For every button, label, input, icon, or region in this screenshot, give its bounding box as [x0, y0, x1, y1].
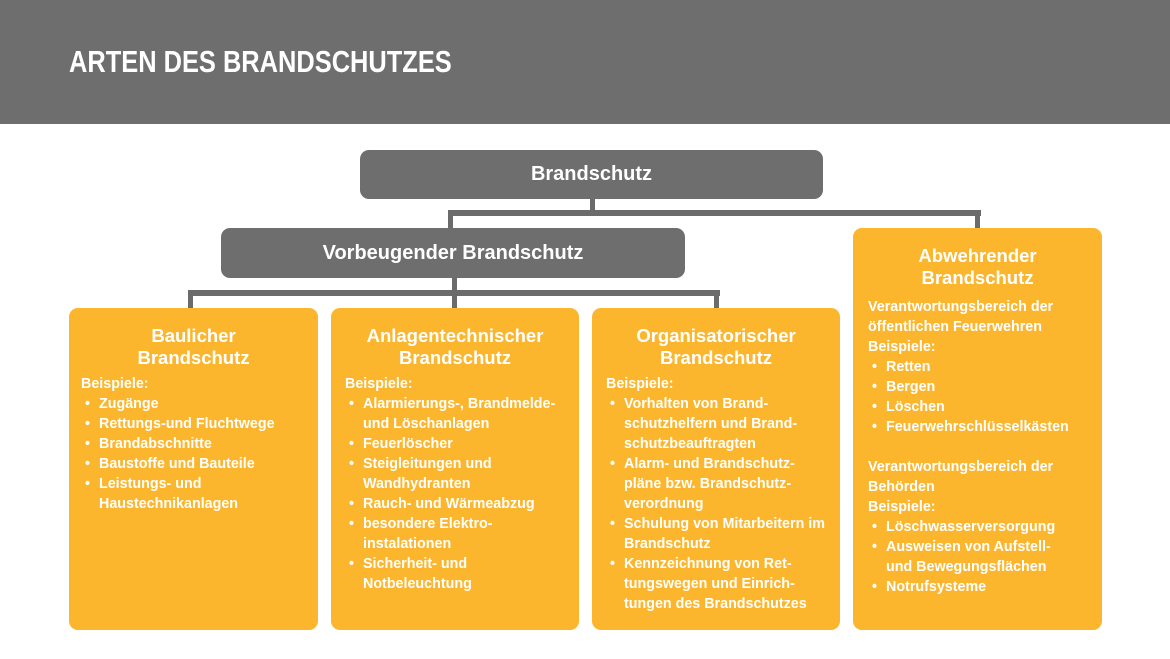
card-title: Anlagentechnischer Brandschutz	[331, 325, 579, 369]
card-title: Abwehrender Brandschutz	[853, 245, 1102, 289]
examples-list: Zugänge Rettungs-und Fluchtwege Brandabs…	[81, 394, 318, 514]
list-item: Schulung von Mitarbeitern im Brandschutz	[606, 514, 839, 554]
card-title-line: Anlagentechnischer	[366, 325, 544, 346]
list-item: Kennzeichnung von Ret- tungswegen und Ei…	[606, 554, 839, 614]
list-item: Alarm- und Brandschutz- pläne bzw. Brand…	[606, 454, 814, 514]
card-body: Beispiele: Zugänge Rettungs-und Fluchtwe…	[69, 374, 318, 514]
list-item: Löschwasserversorgung	[868, 517, 1102, 537]
connector-to-baulich	[188, 294, 193, 309]
examples-label: Beispiele:	[868, 499, 936, 515]
list-item: Brandabschnitte	[81, 434, 318, 454]
card-title: Baulicher Brandschutz	[69, 325, 318, 369]
card-title-line: Brandschutz	[398, 347, 512, 368]
section-spacer	[868, 437, 1102, 457]
connector-to-defensive	[975, 214, 980, 229]
card-body: Beispiele: Vorhalten von Brand- schutzhe…	[592, 374, 840, 614]
connector-to-anlagen	[452, 294, 457, 309]
examples-list: Vorhalten von Brand- schutzhelfern und B…	[606, 394, 840, 614]
card-body: Beispiele: Alarmierungs-, Brandmelde- un…	[331, 374, 579, 594]
card-title-line: Brandschutz	[659, 347, 773, 368]
list-item: Bergen	[868, 377, 1102, 397]
connector-root-horizontal	[448, 210, 981, 216]
examples-list: Alarmierungs-, Brandmelde- und Löschanla…	[345, 394, 579, 594]
list-item: Steigleitungen und Wandhydranten	[345, 454, 513, 494]
card-title-line: Abwehrender	[918, 245, 1037, 266]
list-item: Zugänge	[81, 394, 318, 414]
examples-label: Beispiele:	[345, 376, 413, 392]
card-title-line: Baulicher	[151, 325, 236, 346]
examples-list: Retten Bergen Löschen Feuerwehrschlüssel…	[868, 357, 1102, 437]
card-abwehrender-brandschutz: Abwehrender Brandschutz Verantwortungsbe…	[853, 228, 1102, 630]
node-brandschutz-label: Brandschutz	[530, 163, 653, 185]
list-item: Notrufsysteme	[868, 577, 1102, 597]
header-banner: ARTEN DES BRANDSCHUTZES	[0, 0, 1170, 124]
card-title-line: Brandschutz	[921, 267, 1034, 288]
examples-list: Löschwasserversorgung Ausweisen von Aufs…	[868, 517, 1102, 597]
list-item: Vorhalten von Brand- schutzhelfern und B…	[606, 394, 814, 454]
page-title: ARTEN DES BRANDSCHUTZES	[69, 44, 452, 79]
list-item: Rettungs-und Fluchtwege	[81, 414, 318, 434]
list-item: Rauch- und Wärmeabzug	[345, 494, 579, 514]
list-item: besondere Elektro- instalationen	[345, 514, 513, 554]
list-item: Sicherheit- und Notbeleuchtung	[345, 554, 493, 594]
section-heading: Verantwortungsbereich der Behörden	[868, 459, 1054, 495]
examples-label: Beispiele:	[868, 339, 936, 355]
connector-to-preventive	[448, 214, 453, 229]
card-title: Organisatorischer Brandschutz	[592, 325, 840, 369]
connector-to-organisatorisch	[714, 294, 719, 309]
card-baulicher-brandschutz: Baulicher Brandschutz Beispiele: Zugänge…	[69, 308, 318, 630]
list-item: Feuerwehrschlüsselkästen	[868, 417, 1102, 437]
examples-label: Beispiele:	[81, 376, 149, 392]
node-vorbeugender-brandschutz: Vorbeugender Brandschutz	[221, 228, 685, 278]
list-item: Leistungs- und Haustechnikanlagen	[81, 474, 239, 514]
list-item: Alarmierungs-, Brandmelde- und Löschanla…	[345, 394, 568, 434]
list-item: Feuerlöscher	[345, 434, 579, 454]
connector-preventive-horizontal	[188, 290, 720, 296]
node-vorbeugender-label: Vorbeugender Brandschutz	[322, 241, 584, 264]
list-item: Baustoffe und Bauteile	[81, 454, 318, 474]
node-brandschutz: Brandschutz	[360, 150, 823, 199]
section-heading: Verantwortungsbereich der öffentlichen F…	[868, 299, 1054, 335]
examples-label: Beispiele:	[606, 376, 674, 392]
connector-root-down	[590, 199, 595, 212]
list-item: Ausweisen von Aufstell- und Bewegungsflä…	[868, 537, 1066, 577]
list-item: Retten	[868, 357, 1102, 377]
card-body: Verantwortungsbereich der öffentlichen F…	[853, 297, 1102, 597]
card-title-line: Brandschutz	[137, 347, 250, 368]
list-item: Löschen	[868, 397, 1102, 417]
connector-preventive-down	[452, 278, 457, 292]
card-anlagentechnischer-brandschutz: Anlagentechnischer Brandschutz Beispiele…	[331, 308, 579, 630]
card-title-line: Organisatorischer	[636, 325, 796, 346]
card-organisatorischer-brandschutz: Organisatorischer Brandschutz Beispiele:…	[592, 308, 840, 630]
